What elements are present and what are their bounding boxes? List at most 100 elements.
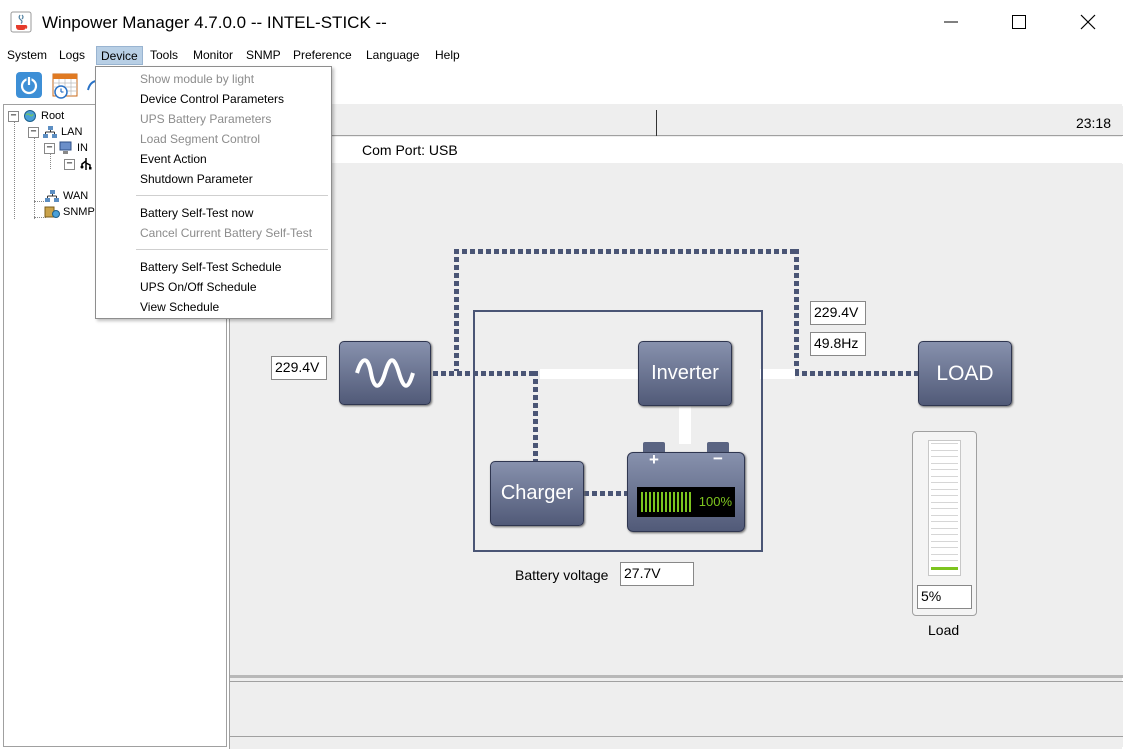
status-row: 23:18 xyxy=(230,106,1123,136)
maximize-button[interactable] xyxy=(984,0,1054,44)
minimize-button[interactable] xyxy=(916,0,986,44)
menu-item-event-action[interactable]: Event Action xyxy=(140,152,207,166)
battery-charge-bar xyxy=(665,492,667,512)
load-level-tick xyxy=(931,508,958,509)
tree-label-snmp: SNMP xyxy=(63,206,95,218)
tree-node-root[interactable]: − Root xyxy=(8,109,64,123)
menu-item-view-schedule[interactable]: View Schedule xyxy=(140,300,220,314)
power-icon xyxy=(16,72,42,98)
device-dropdown-menu: Show module by light Device Control Para… xyxy=(95,66,332,319)
load-level-tick xyxy=(931,521,958,522)
log-area xyxy=(230,681,1123,747)
load-level-tick xyxy=(931,475,958,477)
main-panel: 23:18 NT Com Port: USB Inverter xyxy=(229,104,1123,749)
battery-charge-bar xyxy=(677,492,679,512)
load-bar xyxy=(928,440,961,576)
tree-node-lan[interactable]: − LAN xyxy=(28,125,82,139)
battery-charge-bar xyxy=(641,492,643,512)
menu-item-show-module-by-light[interactable]: Show module by light xyxy=(140,72,255,86)
collapse-icon[interactable]: − xyxy=(8,110,19,122)
inverter-box[interactable]: Inverter xyxy=(638,341,732,406)
menu-item-load-segment-control[interactable]: Load Segment Control xyxy=(140,132,261,146)
calendar-clock-icon xyxy=(52,73,78,99)
menu-item-ups-battery-parameters[interactable]: UPS Battery Parameters xyxy=(140,112,272,126)
menu-monitor[interactable]: Monitor xyxy=(193,48,234,62)
schedule-toolbar-button[interactable] xyxy=(50,70,80,100)
battery-minus-label: − xyxy=(713,449,723,468)
load-percent-value: 5% xyxy=(917,585,972,609)
sine-wave-icon xyxy=(355,358,415,388)
load-level-tick xyxy=(931,547,958,548)
menu-item-battery-self-test-schedule[interactable]: Battery Self-Test Schedule xyxy=(140,260,282,274)
battery-charge-bar xyxy=(669,492,671,512)
battery-charge-bar xyxy=(689,492,691,512)
tree-node-device[interactable]: − IN xyxy=(44,141,88,155)
battery-charge-bar xyxy=(645,492,647,512)
battery-charge-bar xyxy=(685,492,687,512)
collapse-icon[interactable]: − xyxy=(28,126,39,138)
usb-icon xyxy=(80,158,92,170)
battery-voltage-label: Battery voltage xyxy=(515,567,609,583)
menu-bar: System Logs Device Tools Monitor SNMP Pr… xyxy=(0,44,1124,66)
menu-language[interactable]: Language xyxy=(366,48,420,62)
tree-label-lan: LAN xyxy=(61,126,83,138)
load-level-tick xyxy=(931,540,958,542)
tree-label-wan: WAN xyxy=(63,190,89,202)
menu-separator xyxy=(136,195,328,196)
close-icon xyxy=(1080,14,1096,30)
battery-gauge: 100% xyxy=(637,487,735,517)
ac-input-box[interactable] xyxy=(339,341,431,405)
menu-preference[interactable]: Preference xyxy=(293,48,352,62)
menu-system[interactable]: System xyxy=(7,48,48,62)
load-level-tick xyxy=(931,488,958,490)
load-level-tick xyxy=(931,560,958,561)
load-level-tick xyxy=(931,462,958,464)
network-icon xyxy=(45,190,59,202)
load-level-tick xyxy=(931,553,958,555)
tree-node-wan[interactable]: WAN xyxy=(44,189,88,203)
load-level-tick xyxy=(931,469,958,470)
output-frequency-value: 49.8Hz xyxy=(810,332,866,356)
computer-icon xyxy=(59,141,72,154)
menu-logs[interactable]: Logs xyxy=(59,48,86,62)
load-level-tick xyxy=(931,456,958,457)
menu-help[interactable]: Help xyxy=(435,48,460,62)
collapse-icon[interactable]: − xyxy=(44,142,55,154)
battery-charge-bar xyxy=(657,492,659,512)
clock-time: 23:18 xyxy=(1075,115,1111,131)
load-box[interactable]: LOAD xyxy=(918,341,1012,406)
network-icon xyxy=(43,126,57,138)
java-app-icon xyxy=(10,11,32,33)
menu-device[interactable]: Device xyxy=(96,46,143,65)
battery-charge-bar xyxy=(653,492,655,512)
menu-snmp[interactable]: SNMP xyxy=(246,48,281,62)
battery-plus-label: + xyxy=(649,450,659,469)
menu-tools[interactable]: Tools xyxy=(150,48,179,62)
output-voltage-value: 229.4V xyxy=(810,301,866,325)
maximize-icon xyxy=(1012,15,1026,29)
load-meter: 5% xyxy=(912,431,977,616)
battery-box[interactable]: + − 100% xyxy=(627,442,745,532)
menu-item-device-control-parameters[interactable]: Device Control Parameters xyxy=(140,92,285,106)
charger-box[interactable]: Charger xyxy=(490,461,584,526)
title-bar: Winpower Manager 4.7.0.0 -- INTEL-STICK … xyxy=(0,0,1124,44)
load-level-tick xyxy=(931,501,958,503)
menu-item-shutdown-parameter[interactable]: Shutdown Parameter xyxy=(140,172,253,186)
window-title: Winpower Manager 4.7.0.0 -- INTEL-STICK … xyxy=(42,13,387,32)
menu-item-cancel-battery-self-test[interactable]: Cancel Current Battery Self-Test xyxy=(140,226,313,240)
snmp-icon xyxy=(44,206,60,218)
tree-node-snmp[interactable]: SNMP xyxy=(44,205,95,219)
collapse-icon[interactable]: − xyxy=(64,158,75,170)
load-level-tick xyxy=(931,514,958,516)
load-level-tick xyxy=(931,449,958,451)
menu-item-ups-onoff-schedule[interactable]: UPS On/Off Schedule xyxy=(140,280,257,294)
battery-charge-bar xyxy=(661,492,663,512)
device-info-row: NT Com Port: USB xyxy=(230,137,1123,163)
load-level-tick xyxy=(931,534,958,535)
menu-item-battery-self-test-now[interactable]: Battery Self-Test now xyxy=(140,206,254,220)
close-button[interactable] xyxy=(1053,0,1123,44)
battery-voltage-value: 27.7V xyxy=(620,562,694,586)
power-toolbar-button[interactable] xyxy=(14,70,44,100)
tree-node-usb-ups[interactable]: − xyxy=(64,157,97,171)
ups-flow-diagram: Inverter Charger LOAD + − 100% 229.4V 22… xyxy=(230,164,1123,678)
